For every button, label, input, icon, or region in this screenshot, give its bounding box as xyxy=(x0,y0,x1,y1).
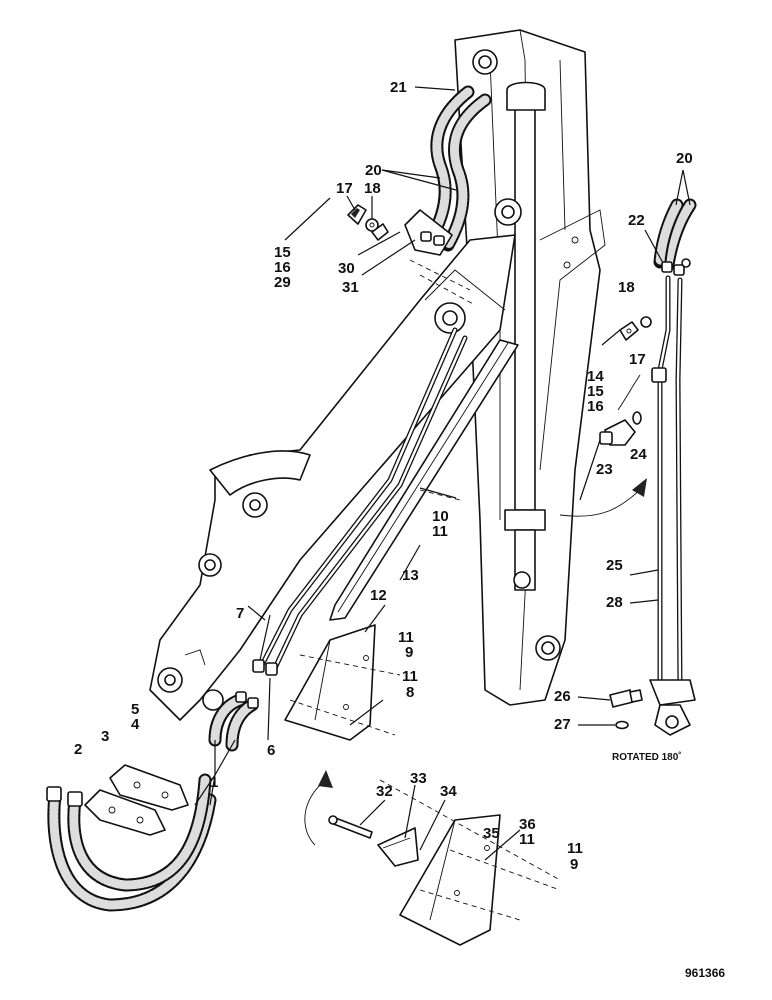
callout-25: 25 xyxy=(606,557,623,574)
callout-29: 29 xyxy=(274,274,291,291)
callout-35: 35 xyxy=(483,825,500,842)
callout-12: 12 xyxy=(370,587,387,604)
boom-pipe-7 xyxy=(252,327,468,676)
seal-27 xyxy=(615,720,629,730)
clamp-2 xyxy=(84,789,166,836)
callout-10: 10 xyxy=(432,508,449,525)
callout-23: 23 xyxy=(596,461,613,478)
adapter-26 xyxy=(609,689,643,708)
callout-27: 27 xyxy=(554,716,571,733)
callout-11d: 11 xyxy=(519,831,535,848)
seal-24 xyxy=(632,411,642,425)
callout-22: 22 xyxy=(628,212,645,229)
callout-3: 3 xyxy=(101,728,109,745)
callout-33: 33 xyxy=(410,770,427,787)
callout-11b: 11 xyxy=(398,629,414,646)
plate-30-31 xyxy=(371,223,389,241)
leader-lines xyxy=(194,86,691,861)
callout-32: 32 xyxy=(376,783,393,800)
callout-17: 17 xyxy=(336,180,353,197)
callout-24: 24 xyxy=(630,446,647,463)
callout-13: 13 xyxy=(402,567,419,584)
callouts: 21 20 17 18 15 16 29 30 31 10 11 13 12 7… xyxy=(74,79,725,980)
callout-9b: 9 xyxy=(570,856,578,873)
nut-18-right xyxy=(640,316,652,328)
callout-36: 36 xyxy=(519,816,536,833)
callout-16-right: 16 xyxy=(587,398,604,415)
callout-2: 2 xyxy=(74,741,82,758)
callout-18-right: 18 xyxy=(618,279,635,296)
callout-4: 4 xyxy=(131,716,140,733)
rotated-note: ROTATED 180˚ xyxy=(612,751,682,763)
callout-5: 5 xyxy=(131,701,139,718)
block-33 xyxy=(377,827,419,867)
figure-reference: 961366 xyxy=(685,966,725,980)
callout-31: 31 xyxy=(342,279,359,296)
elbow-23 xyxy=(599,419,636,446)
callout-34: 34 xyxy=(440,783,457,800)
clamp-17-top xyxy=(347,204,367,225)
hoses-1 xyxy=(46,691,259,912)
callout-21: 21 xyxy=(390,79,407,96)
callout-11: 11 xyxy=(432,523,448,540)
clamp-3 xyxy=(109,764,189,811)
callout-7: 7 xyxy=(236,605,244,622)
callout-17-right: 17 xyxy=(629,351,646,368)
callout-14: 14 xyxy=(587,368,604,385)
guard-35 xyxy=(399,814,501,946)
centre-lines xyxy=(289,489,561,921)
callout-11e: 11 xyxy=(567,840,583,857)
callout-20-right: 20 xyxy=(676,150,693,167)
boom xyxy=(149,234,516,721)
right-pipes xyxy=(649,198,697,736)
clamp-17-right xyxy=(619,321,639,341)
callout-9: 9 xyxy=(405,644,413,661)
callout-8: 8 xyxy=(406,684,414,701)
callout-11c: 11 xyxy=(402,668,418,685)
top-hoses xyxy=(404,85,492,256)
callout-18: 18 xyxy=(364,180,381,197)
callout-15: 15 xyxy=(274,244,291,261)
callout-16: 16 xyxy=(274,259,291,276)
callout-6: 6 xyxy=(267,742,275,759)
bolt-32 xyxy=(328,815,373,839)
callout-20: 20 xyxy=(365,162,382,179)
dipper-ram xyxy=(494,81,546,591)
pipe-guard-13 xyxy=(329,339,519,621)
callout-28: 28 xyxy=(606,594,623,611)
callout-1: 1 xyxy=(210,774,218,791)
callout-30: 30 xyxy=(338,260,355,277)
callout-15-right: 15 xyxy=(587,383,604,400)
callout-26: 26 xyxy=(554,688,571,705)
guard-12 xyxy=(284,624,376,741)
